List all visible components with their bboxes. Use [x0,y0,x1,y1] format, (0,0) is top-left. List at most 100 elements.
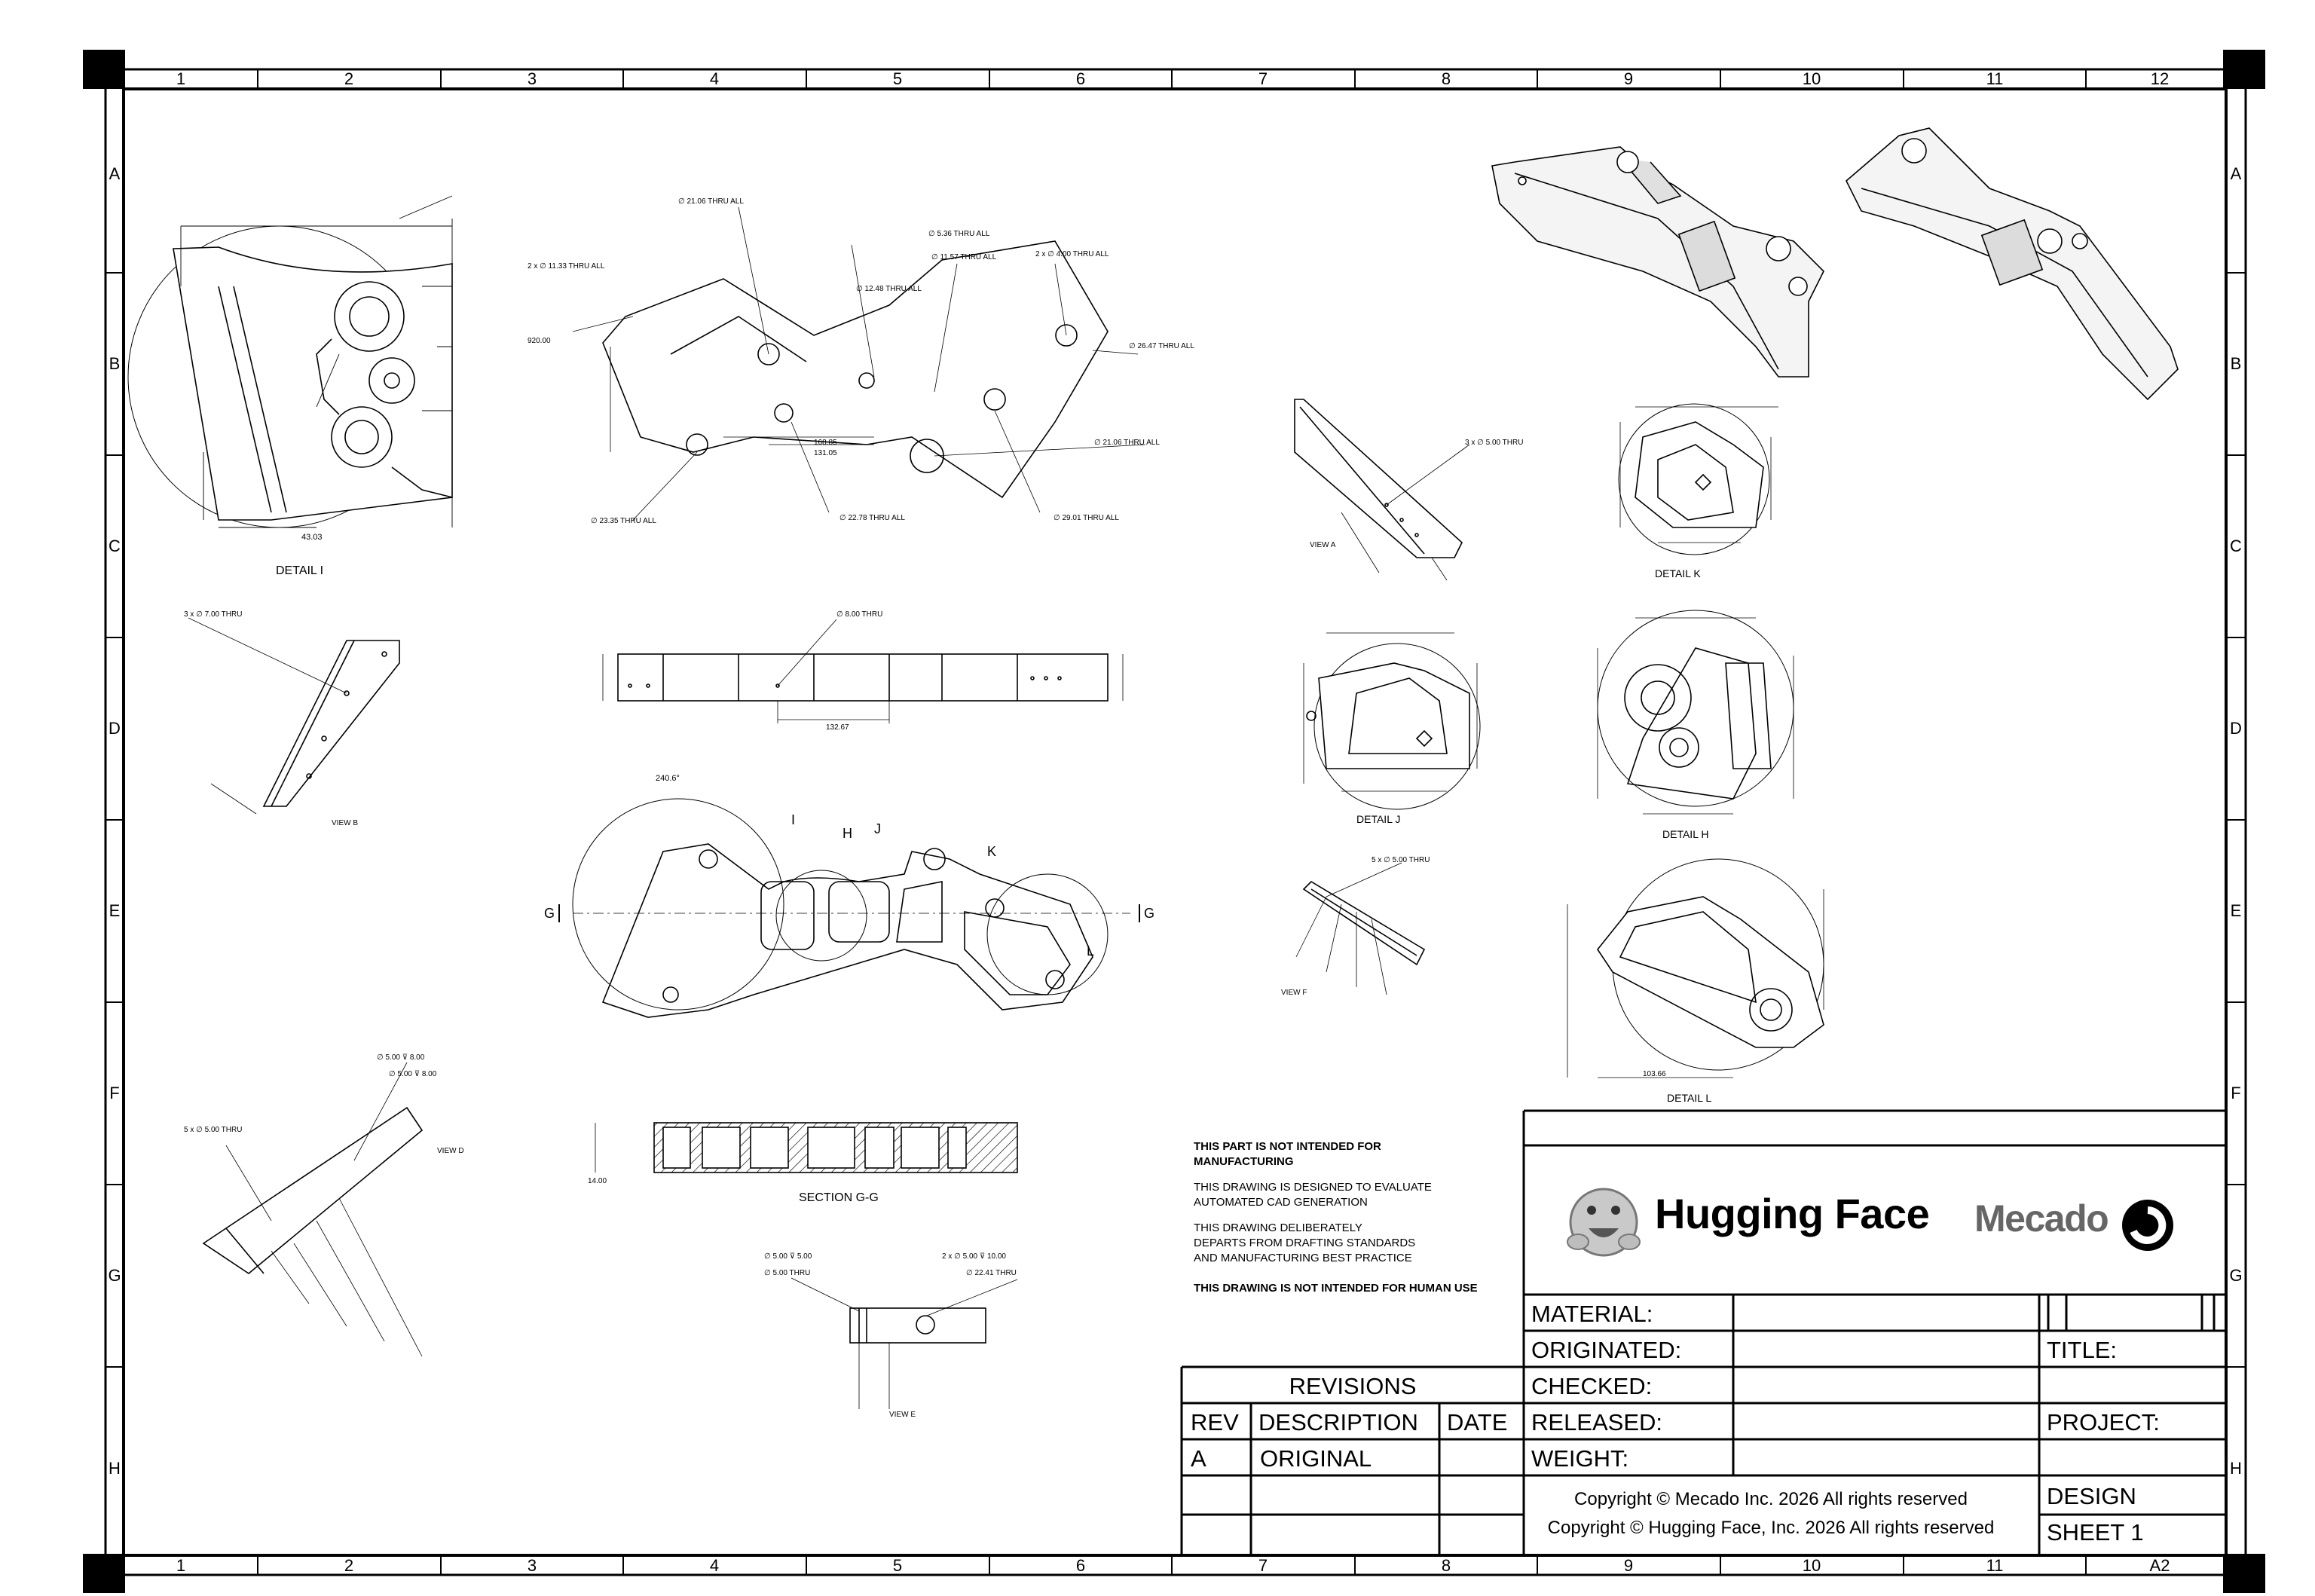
isometric-view-left [1491,146,1824,378]
row-label-right: G [2229,1266,2242,1285]
revision-row-description: ORIGINAL [1260,1445,1372,1472]
callout: ∅ 5.00 ⊽ 8.00 [377,1053,425,1062]
view-label-section-gg: SECTION G-G [799,1191,879,1204]
col-label-top: 6 [1076,69,1085,88]
section-marker-l: L [1087,943,1094,959]
view-label-view-e: VIEW E [889,1411,916,1419]
col-label-top: 3 [528,69,537,88]
col-label-top: 2 [344,69,353,88]
revision-row-rev: A [1191,1445,1206,1472]
description-column-header: DESCRIPTION [1258,1409,1418,1435]
col-label-bottom: 10 [1803,1556,1821,1575]
note-line: AUTOMATED CAD GENERATION [1194,1196,1368,1209]
col-label-bottom: 1 [176,1556,185,1575]
callout: ∅ 22.41 THRU [966,1269,1017,1277]
callout: ∅ 26.47 THRU ALL [1129,342,1194,350]
note-not-for-manufacturing: THIS PART IS NOT INTENDED FOR MANUFACTUR… [1194,1139,1518,1169]
detail-j-view [1303,632,1481,810]
callout: ∅ 5.00 THRU [764,1269,810,1277]
rev-column-header: REV [1191,1409,1239,1435]
hugging-face-logo-icon [1567,1188,1641,1257]
col-label-bottom: A2 [2150,1556,2170,1575]
released-label: RELEASED: [1531,1409,1662,1435]
view-label-view-f: VIEW F [1281,989,1307,997]
callout: ∅ 12.48 THRU ALL [856,285,922,293]
row-label-left: A [109,164,121,183]
col-label-bottom: 2 [344,1556,353,1575]
detail-k-labels: DETAIL K [1655,567,1701,579]
main-front-view [558,798,1140,1018]
col-label-bottom: 5 [893,1556,902,1575]
callout: 2 x ∅ 5.00 ⊽ 10.00 [942,1252,1006,1261]
section-marker-h: H [843,826,852,841]
col-label-top: 1 [176,69,185,88]
dim-label: 14.00 [588,1177,607,1185]
section-marker-g-left: G [544,906,555,921]
col-label-top: 9 [1624,69,1633,88]
row-label-left: C [109,537,121,555]
row-label-right: H [2230,1459,2242,1478]
material-label: MATERIAL: [1531,1301,1653,1327]
title-label: TITLE: [2047,1337,2117,1363]
section-marker-j: J [874,821,881,836]
view-a [1294,399,1470,581]
drawing-notes: THIS PART IS NOT INTENDED FOR MANUFACTUR… [1194,1139,1518,1307]
view-d [202,1062,424,1357]
note-line: THIS DRAWING IS DESIGNED TO EVALUATE [1194,1181,1432,1194]
view-label-detail-h: DETAIL H [1662,828,1708,840]
callout: ∅ 21.06 THRU ALL [678,197,744,206]
dim-label: 920.00 [528,337,551,345]
view-label-detail-i: DETAIL I [276,564,323,577]
date-column-header: DATE [1447,1409,1507,1435]
callout: 3 x ∅ 7.00 THRU [184,610,242,619]
col-label-top: 4 [710,69,719,88]
detail-l-view [1567,858,1824,1078]
callout: ∅ 22.78 THRU ALL [839,514,905,522]
row-label-right: F [2231,1084,2240,1102]
view-label-detail-l: DETAIL L [1667,1092,1711,1104]
row-label-right: E [2231,901,2242,920]
title-block-text: MATERIAL: ORIGINATED: CHECKED: RELEASED:… [1191,1301,2160,1546]
col-label-bottom: 4 [710,1556,719,1575]
view-e [791,1277,1018,1409]
section-g-g-view [595,1122,1018,1173]
border-frame [104,68,2247,1576]
detail-j-labels: DETAIL J [1356,813,1400,825]
zone-labels: 1 2 3 4 5 6 7 8 9 10 11 12 1 2 3 4 5 6 7… [108,69,2242,1575]
callout: ∅ 23.35 THRU ALL [591,517,656,525]
callout: 2 x ∅ 4.00 THRU ALL [1035,250,1109,258]
row-label-left: D [109,719,121,738]
revisions-heading: REVISIONS [1289,1373,1417,1399]
col-label-top: 10 [1803,69,1821,88]
main-front-labels: G G H I J K L 240.6° [544,774,1154,959]
section-marker-i: I [791,812,795,827]
project-label: PROJECT: [2047,1409,2160,1435]
dim-label: 132.67 [826,723,849,732]
sheet-label: SHEET 1 [2047,1519,2144,1546]
side-view [602,619,1124,723]
hugging-face-wordmark: Hugging Face [1655,1190,1930,1237]
zone-ticks [106,69,2246,1575]
detail-l-labels: DETAIL L 103.66 [1643,1070,1711,1104]
row-label-right: D [2230,719,2242,738]
view-f [1295,862,1426,995]
note-line: AND MANUFACTURING BEST PRACTICE [1194,1252,1412,1264]
dim-label: 131.05 [814,449,837,457]
view-b [188,617,400,815]
view-d-labels: ∅ 5.00 ⊽ 8.00 ∅ 5.00 ⊽ 8.00 5 x ∅ 5.00 T… [184,1053,464,1155]
isometric-view-right [1846,127,2179,401]
view-f-labels: 5 x ∅ 5.00 THRU VIEW F [1281,856,1430,997]
title-block [1180,1109,2226,1555]
callout: ∅ 5.00 ⊽ 5.00 [764,1252,812,1261]
callout: ∅ 5.36 THRU ALL [928,230,990,238]
row-label-left: G [108,1266,121,1285]
top-profile-callouts: ∅ 21.06 THRU ALL ∅ 5.36 THRU ALL ∅ 11.57… [528,197,1194,525]
callout: ∅ 5.00 ⊽ 8.00 [389,1070,437,1078]
col-label-top: 12 [2151,69,2169,88]
row-label-left: H [109,1459,121,1478]
dim-label: 103.66 [1643,1070,1666,1078]
section-marker-g-right: G [1144,906,1154,921]
corner-marks [83,50,2265,1593]
callout: ∅ 29.01 THRU ALL [1054,514,1119,522]
